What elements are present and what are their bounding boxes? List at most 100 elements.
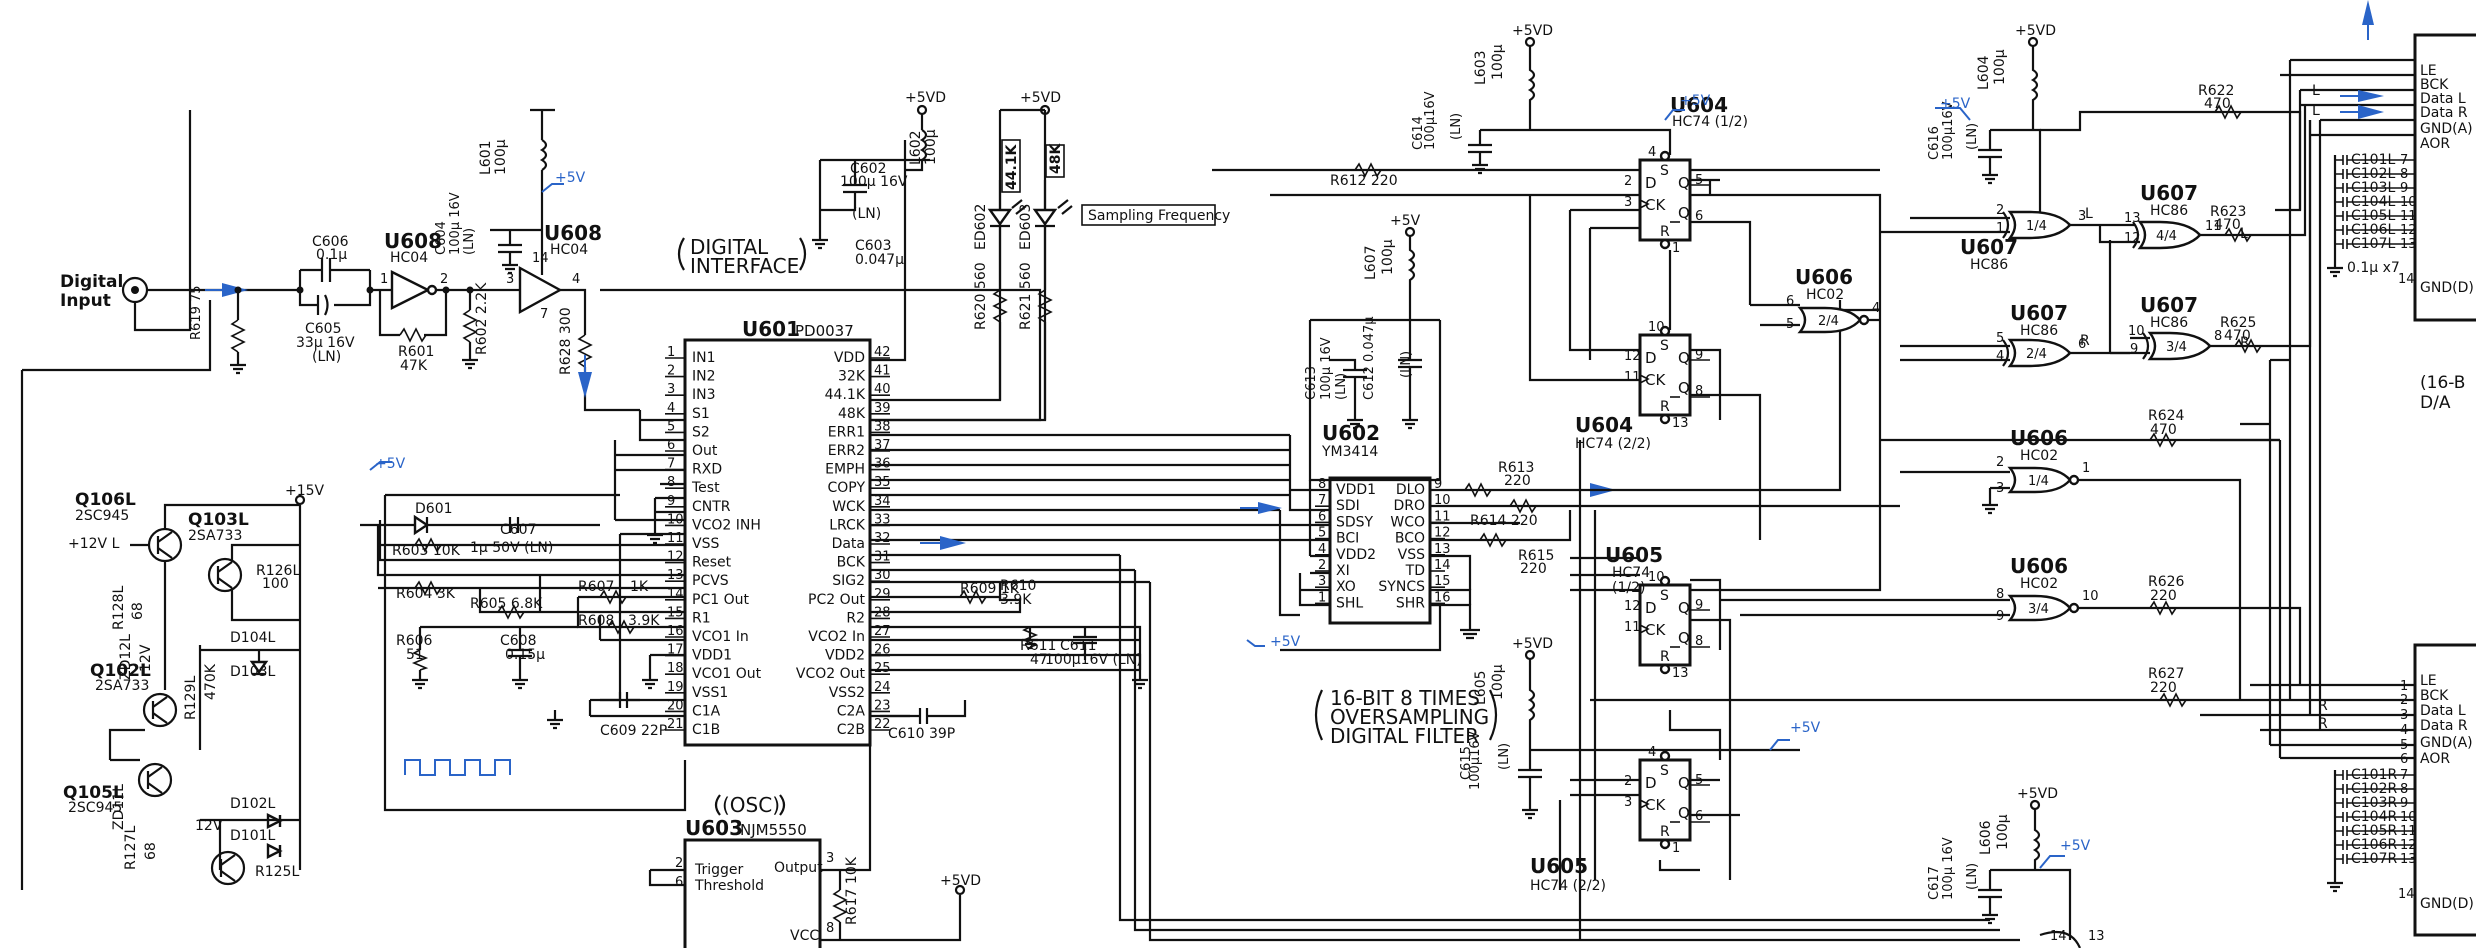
u602-pin-number: 14 bbox=[1434, 558, 1451, 573]
u601-pin-name: IN2 bbox=[692, 369, 716, 385]
u601-pin-number: 1 bbox=[667, 345, 675, 360]
u601-pin-name: VSS1 bbox=[692, 685, 728, 701]
u601-pin-name: ERR1 bbox=[828, 424, 865, 440]
signal-arrow bbox=[1258, 502, 1282, 514]
flipflop-pin: D bbox=[1645, 349, 1657, 367]
svg-text:100μ: 100μ bbox=[1380, 239, 1396, 275]
u601-pin-number: 23 bbox=[874, 698, 891, 713]
svg-text:+5V: +5V bbox=[1270, 634, 1301, 650]
u607-xor-1-4: U607 HC86 1/4 2 1 3 bbox=[1880, 203, 2086, 273]
u601-pin-name: BCK bbox=[837, 555, 866, 571]
u602-pin-number: 1 bbox=[1318, 590, 1326, 605]
u602-pin-name: SHR bbox=[1396, 595, 1425, 611]
u601-pin-number: 40 bbox=[874, 382, 891, 397]
u606-nor-1-4: U606 HC02 1/4 2 3 1 bbox=[1900, 426, 2090, 515]
dac-bottom: R627 220 R R 1 2 3 4 5 6 14 LE BCK Data … bbox=[1590, 120, 2476, 937]
cap-name: C106L bbox=[2351, 222, 2395, 238]
u607-xor-2-4: U607 HC86 2/4 5 4 6 R bbox=[1900, 301, 2130, 368]
svg-text:C613: C613 bbox=[1304, 366, 1319, 400]
svg-text:(16-B: (16-B bbox=[2420, 373, 2465, 393]
svg-text:100μ: 100μ bbox=[493, 139, 509, 175]
svg-text:68: 68 bbox=[130, 602, 146, 620]
cap-name: C105L bbox=[2351, 208, 2395, 224]
svg-text:HC86: HC86 bbox=[2150, 315, 2188, 331]
flipflop-pin-number: 1 bbox=[1672, 241, 1680, 256]
svg-text:HC02: HC02 bbox=[1806, 287, 1844, 303]
u601-pin-number: 2 bbox=[667, 364, 675, 379]
cap-pin-number: 13 bbox=[2400, 852, 2417, 867]
cap-pin-number: 8 bbox=[2400, 782, 2408, 797]
svg-text:R625: R625 bbox=[2220, 315, 2256, 331]
output-arrow-icon bbox=[2358, 90, 2384, 102]
svg-text:ED603: ED603 bbox=[1018, 204, 1034, 250]
svg-text:2: 2 bbox=[2400, 693, 2408, 708]
svg-text:R125L: R125L bbox=[255, 864, 299, 880]
svg-text:C604: C604 bbox=[434, 221, 449, 255]
flipflop-pin: R bbox=[1660, 399, 1670, 415]
svg-text:1: 1 bbox=[2082, 461, 2090, 476]
u601-pin-name: VDD2 bbox=[825, 648, 865, 664]
digital-input-section: Digital Input R619 75 bbox=[60, 272, 304, 375]
flipflop-pin-number: 3 bbox=[1624, 195, 1632, 210]
cap-pin-number: 7 bbox=[2400, 768, 2408, 783]
svg-text:4: 4 bbox=[2400, 723, 2408, 738]
flipflop-pin-number: 2 bbox=[1624, 774, 1632, 789]
flipflop-pin: D bbox=[1645, 599, 1657, 617]
flipflop-pin-number: 6 bbox=[1695, 809, 1703, 824]
svg-text:13: 13 bbox=[2124, 211, 2141, 226]
left-power-section: Q106L 2SC945 +12V L +15V Q103L 2SA733 R1… bbox=[63, 483, 325, 886]
svg-text:7: 7 bbox=[540, 307, 548, 322]
u601-pin-number: 19 bbox=[667, 680, 684, 695]
u602-pin-number: 3 bbox=[1318, 574, 1326, 589]
svg-text:PD0037: PD0037 bbox=[795, 322, 854, 340]
digital-input-label-2: Input bbox=[60, 291, 111, 311]
flipflop-pin-number: 1 bbox=[1672, 841, 1680, 856]
u601-pin-name: SIG2 bbox=[832, 573, 865, 589]
svg-text:+12V L: +12V L bbox=[68, 536, 120, 552]
svg-text:11: 11 bbox=[2205, 219, 2222, 234]
svg-text:8: 8 bbox=[1996, 587, 2004, 602]
svg-text:4: 4 bbox=[1872, 301, 1880, 316]
svg-text:+5V: +5V bbox=[375, 456, 406, 472]
flipflop-pin: R bbox=[1660, 224, 1670, 240]
svg-text:HC86: HC86 bbox=[2150, 203, 2188, 219]
svg-text:Data R: Data R bbox=[2420, 718, 2468, 734]
svg-text:HC04: HC04 bbox=[390, 250, 428, 266]
svg-text:R623: R623 bbox=[2210, 204, 2246, 220]
svg-text:R617 10K: R617 10K bbox=[844, 856, 860, 925]
svg-text:470: 470 bbox=[2204, 96, 2231, 112]
u601-pin-name: Data bbox=[832, 536, 865, 552]
u601-pin-name: PC2 Out bbox=[808, 592, 865, 608]
svg-text:C602: C602 bbox=[850, 161, 887, 177]
cap-pin-number: 11 bbox=[2400, 824, 2417, 839]
svg-text:C605: C605 bbox=[305, 321, 342, 337]
u601-pin-name: C1B bbox=[692, 722, 720, 738]
svg-text:HC02: HC02 bbox=[2020, 448, 2058, 464]
u602-pin-name: SHL bbox=[1336, 595, 1363, 611]
svg-text:4: 4 bbox=[1996, 349, 2004, 364]
u601-pin-name: VSS bbox=[692, 536, 719, 552]
cap-name: C107R bbox=[2351, 851, 2397, 867]
u601-left-wiring bbox=[378, 410, 687, 812]
u601-pin-number: 29 bbox=[874, 587, 891, 602]
svg-text:4: 4 bbox=[572, 272, 580, 287]
svg-text:C607: C607 bbox=[500, 522, 537, 538]
svg-text:14: 14 bbox=[2398, 272, 2415, 287]
u601-pin-number: 25 bbox=[874, 661, 891, 676]
svg-text:R614 220: R614 220 bbox=[1470, 513, 1538, 529]
flipflop-part: HC74 (2/2) bbox=[1575, 436, 1651, 452]
svg-text:(LN): (LN) bbox=[1497, 743, 1512, 770]
svg-text:+5VD: +5VD bbox=[1512, 23, 1553, 39]
svg-text:Output: Output bbox=[774, 860, 823, 876]
u601-pin-name: IN3 bbox=[692, 387, 716, 403]
svg-text:R627: R627 bbox=[2148, 666, 2184, 682]
cap-pin-number: 9 bbox=[2400, 796, 2408, 811]
svg-text:R608: R608 bbox=[578, 613, 614, 629]
svg-text:U603: U603 bbox=[685, 816, 743, 840]
